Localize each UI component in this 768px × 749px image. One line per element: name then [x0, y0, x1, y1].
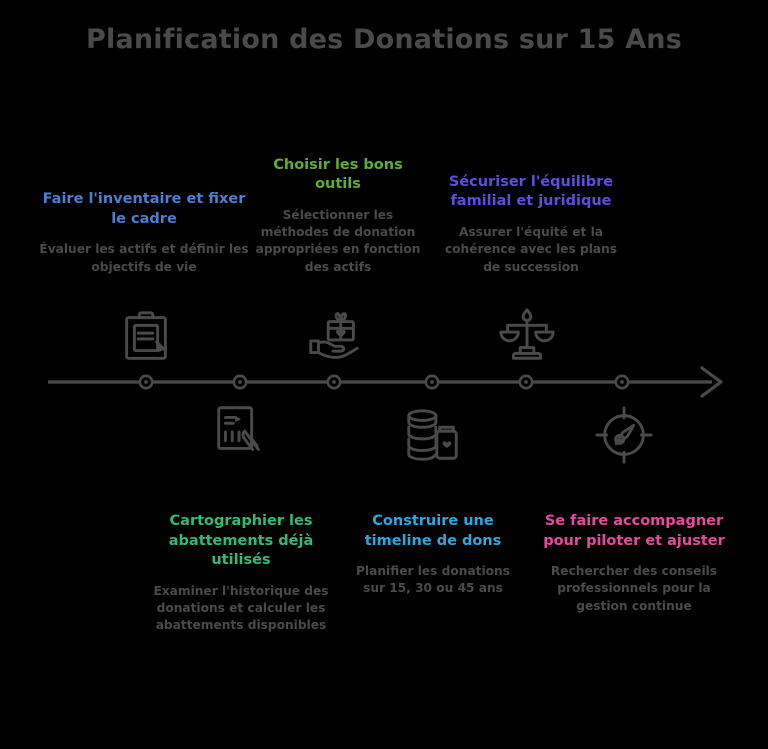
step-5-text: Sécuriser l'équilibre familial et juridi…	[440, 96, 622, 276]
step-4-description: Planifier les donations sur 15, 30 ou 45…	[356, 564, 510, 596]
step-6-text: Se faire accompagner pour piloter et aju…	[538, 512, 730, 702]
step-4-title: Construire une timeline de dons	[364, 513, 502, 549]
coins-jar-icon	[401, 404, 463, 466]
step-1-description: Évaluer les actifs et définir les object…	[39, 242, 249, 274]
step-6-description: Rechercher des conseils professionnels p…	[550, 564, 718, 613]
step-3-text: Choisir les bons outils Sélectionner les…	[248, 100, 428, 276]
clipboard-checklist-icon	[115, 306, 177, 368]
step-4-text: Construire une timeline de dons Planifie…	[344, 512, 522, 662]
timeline-arrowhead	[700, 366, 723, 398]
page-title: Planification des Donations sur 15 Ans	[86, 24, 682, 55]
step-2-title: Cartographier les abattements déjà utili…	[168, 513, 314, 569]
hand-gift-icon	[303, 308, 365, 370]
step-2-text: Cartographier les abattements déjà utili…	[145, 512, 337, 722]
document-hand-icon	[209, 400, 271, 462]
step-1-text: Faire l'inventaire et fixer le cadre Éva…	[36, 136, 252, 276]
balance-scale-icon	[496, 304, 558, 366]
step-6-title: Se faire accompagner pour piloter et aju…	[543, 513, 725, 549]
target-compass-icon	[593, 404, 655, 466]
step-1-title: Faire l'inventaire et fixer le cadre	[42, 191, 246, 227]
step-2-description: Examiner l'historique des donations et c…	[153, 583, 329, 633]
step-5-title: Sécuriser l'équilibre familial et juridi…	[448, 173, 614, 210]
step-3-title: Choisir les bons outils	[273, 156, 403, 193]
step-5-description: Assurer l'équité et la cohérence avec le…	[444, 225, 618, 274]
step-3-description: Sélectionner les méthodes de donation ap…	[255, 207, 421, 274]
timeline-nodes	[138, 374, 630, 390]
